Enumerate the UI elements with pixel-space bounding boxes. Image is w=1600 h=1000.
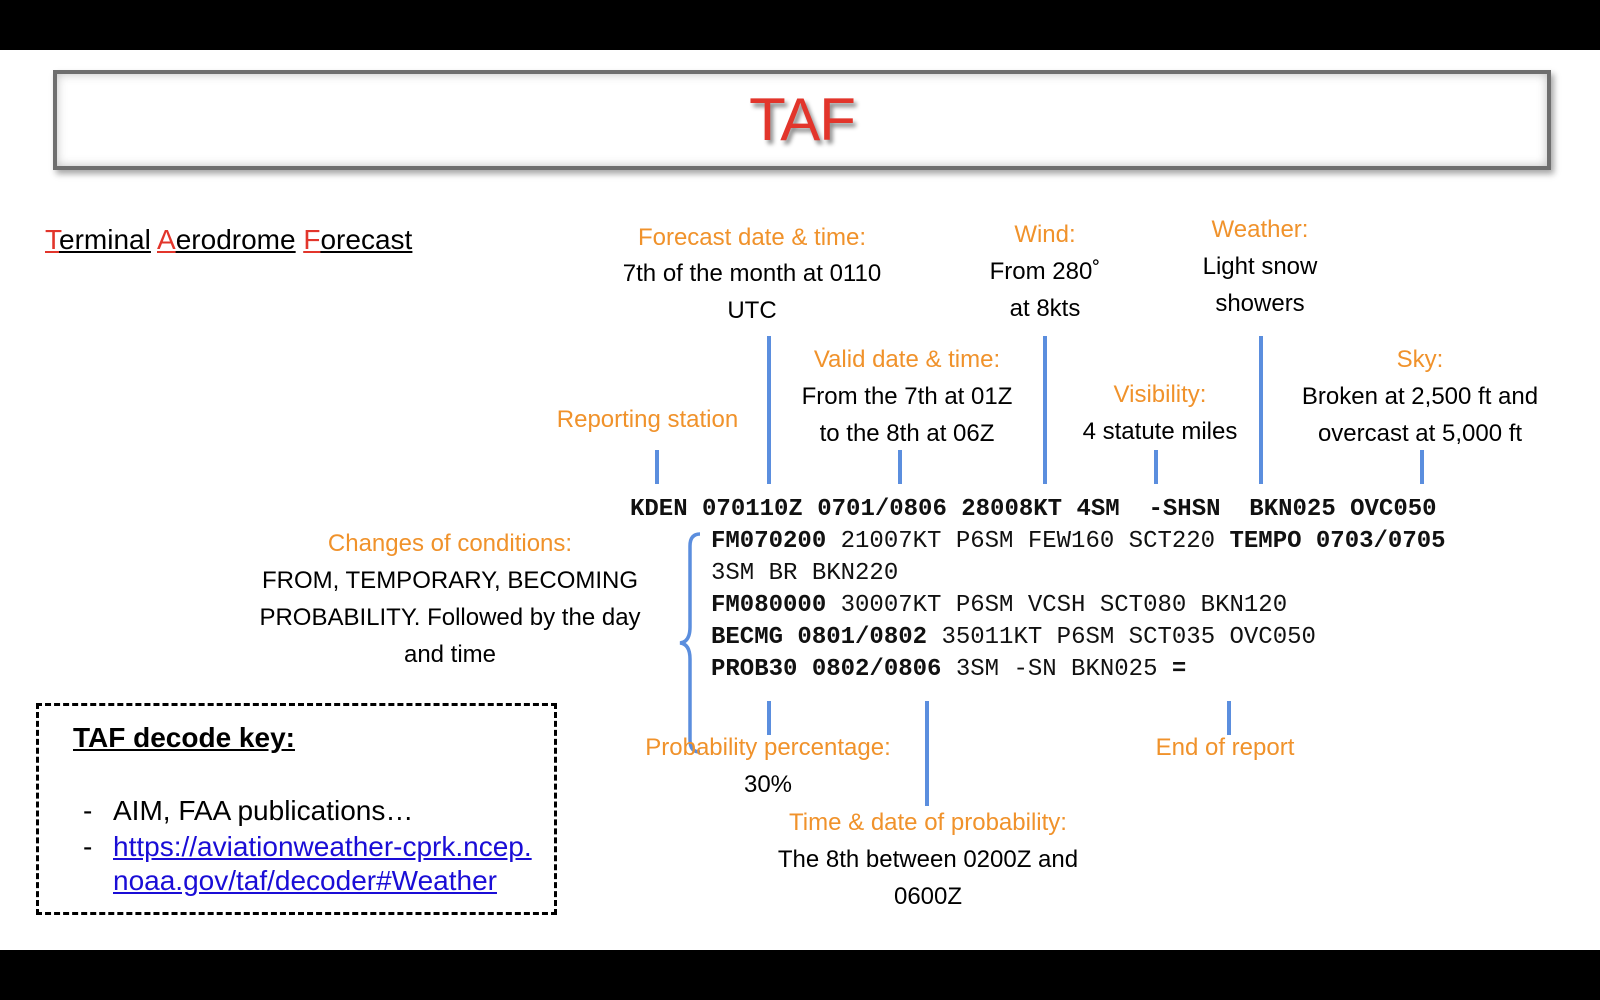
decode-key-item-text: AIM, FAA publications… [113,795,414,826]
weather-pointer [1259,336,1263,484]
changes-brace [679,532,701,754]
taf-line-5-becmg-group: BECMG 0801/0802 [711,624,928,651]
changes-label: Changes of conditions: [327,530,573,557]
valid-datetime-line-1: From the 7th at 01Z [801,383,1013,410]
weather-line-2: showers [1215,290,1305,317]
valid-datetime-text: From the 7th at 01Z to the 8th at 06Z [757,378,1057,452]
visibility-text: 4 statute miles [1060,413,1260,450]
taf-line-6-body: 3SM -SN BKN025 [941,656,1172,683]
probability-time-pointer [925,701,929,806]
forecast-datetime-text: 7th of the month at 0110 UTC [602,255,902,329]
title-box: TAF [53,70,1551,170]
changes-line-3: and time [403,641,497,668]
decode-key-title: TAF decode key: [73,722,295,753]
list-dash: - [83,795,93,826]
taf-line-1: KDEN 070110Z 0701/0806 28008KT 4SM -SHSN… [630,494,1437,526]
forecast-datetime-pointer [767,336,771,484]
reporting-station-pointer [655,450,659,484]
visibility-label: Visibility: [1113,381,1207,408]
wind-label: Wind: [1014,221,1076,248]
wind-line-1: From 280˚ [989,258,1101,285]
subtitle-initial-a: A [157,224,176,255]
subtitle-initial-t: T [45,224,59,255]
taf-line-2: FM070200 21007KT P6SM FEW160 SCT220 TEMP… [711,526,1446,558]
subtitle: Terminal Aerodrome Forecast [45,223,412,257]
subtitle-word-forecast: orecast [320,224,413,255]
taf-line-3: 3SM BR BKN220 [711,558,898,590]
visibility-pointer [1154,450,1158,484]
sky-label: Sky: [1396,346,1444,373]
forecast-datetime-label: Forecast date & time: [637,224,867,251]
taf-line-2-tempo-group: TEMPO 0703/0705 [1229,528,1446,555]
wind-line-2: at 8kts [1009,295,1081,322]
taf-line-6-prob-group: PROB30 0802/0806 [711,656,942,683]
taf-line-5: BECMG 0801/0802 35011KT P6SM SCT035 OVC0… [711,622,1316,654]
taf-line-2-from-group: FM070200 [711,528,827,555]
taf-line-4-body: 30007KT P6SM VCSH SCT080 BKN120 [826,592,1288,619]
list-dash: - [83,831,93,862]
probability-percentage-text: 30% [743,771,793,798]
decode-key-box: TAF decode key: - AIM, FAA publications…… [36,703,557,915]
valid-datetime-pointer [898,450,902,484]
end-of-report-label: End of report [1155,734,1295,761]
end-of-report-pointer [1227,701,1231,735]
probability-percentage-pointer [767,701,771,735]
forecast-datetime-line-2: UTC [727,297,777,324]
changes-line-1: FROM, TEMPORARY, BECOMING [261,567,639,594]
taf-line-6: PROB30 0802/0806 3SM -SN BKN025 = [711,654,1186,686]
visibility-line-1: 4 statute miles [1082,418,1238,445]
decode-key-link-container: https://aviationweather-cprk.ncep. noaa.… [113,830,532,898]
sky-pointer [1420,450,1424,484]
slide: TAF Terminal Aerodrome Forecast Forecast… [0,50,1600,950]
valid-datetime-label: Valid date & time: [813,346,1001,373]
taf-line-4: FM080000 30007KT P6SM VCSH SCT080 BKN120 [711,590,1287,622]
subtitle-initial-f: F [303,224,321,255]
sky-text: Broken at 2,500 ft and overcast at 5,000… [1270,378,1570,452]
probability-time-label: Time & date of probability: [789,809,1067,836]
taf-line-2-body: 21007KT P6SM FEW160 SCT220 [826,528,1230,555]
wind-pointer [1043,336,1047,484]
subtitle-word-terminal: erminal [59,224,151,255]
forecast-datetime-line-1: 7th of the month at 0110 [622,260,882,287]
weather-text: Light snow showers [1160,248,1360,322]
sky-line-1: Broken at 2,500 ft and [1301,383,1539,410]
reporting-station-label: Reporting station [556,406,739,433]
taf-line-5-body: 35011KT P6SM SCT035 OVC050 [927,624,1316,651]
wind-text: From 280˚ at 8kts [945,253,1145,327]
valid-datetime-line-2: to the 8th at 06Z [819,420,995,447]
changes-line-2: PROBABILITY. Followed by the day [259,604,641,631]
subtitle-word-aerodrome: erodrome [175,224,296,255]
decoder-link-line-1[interactable]: https://aviationweather-cprk.ncep. [113,831,532,862]
changes-text: FROM, TEMPORARY, BECOMING PROBABILITY. F… [220,562,680,673]
taf-line-4-from-group: FM080000 [711,592,827,619]
sky-line-2: overcast at 5,000 ft [1317,420,1523,447]
page-title: TAF [749,86,856,153]
taf-line-6-end-marker: = [1171,656,1187,683]
weather-label: Weather: [1211,216,1309,243]
probability-time-line-2: 0600Z [893,883,963,910]
decoder-link-line-2[interactable]: noaa.gov/taf/decoder#Weather [113,865,497,896]
probability-time-text: The 8th between 0200Z and 0600Z [728,841,1128,915]
weather-line-1: Light snow [1202,253,1318,280]
probability-time-line-1: The 8th between 0200Z and [777,846,1079,873]
probability-percentage-label: Probability percentage: [645,734,891,761]
taf-line-1-text: KDEN 070110Z 0701/0806 28008KT 4SM -SHSN… [630,496,1437,523]
taf-line-3-body: 3SM BR BKN220 [711,560,899,587]
